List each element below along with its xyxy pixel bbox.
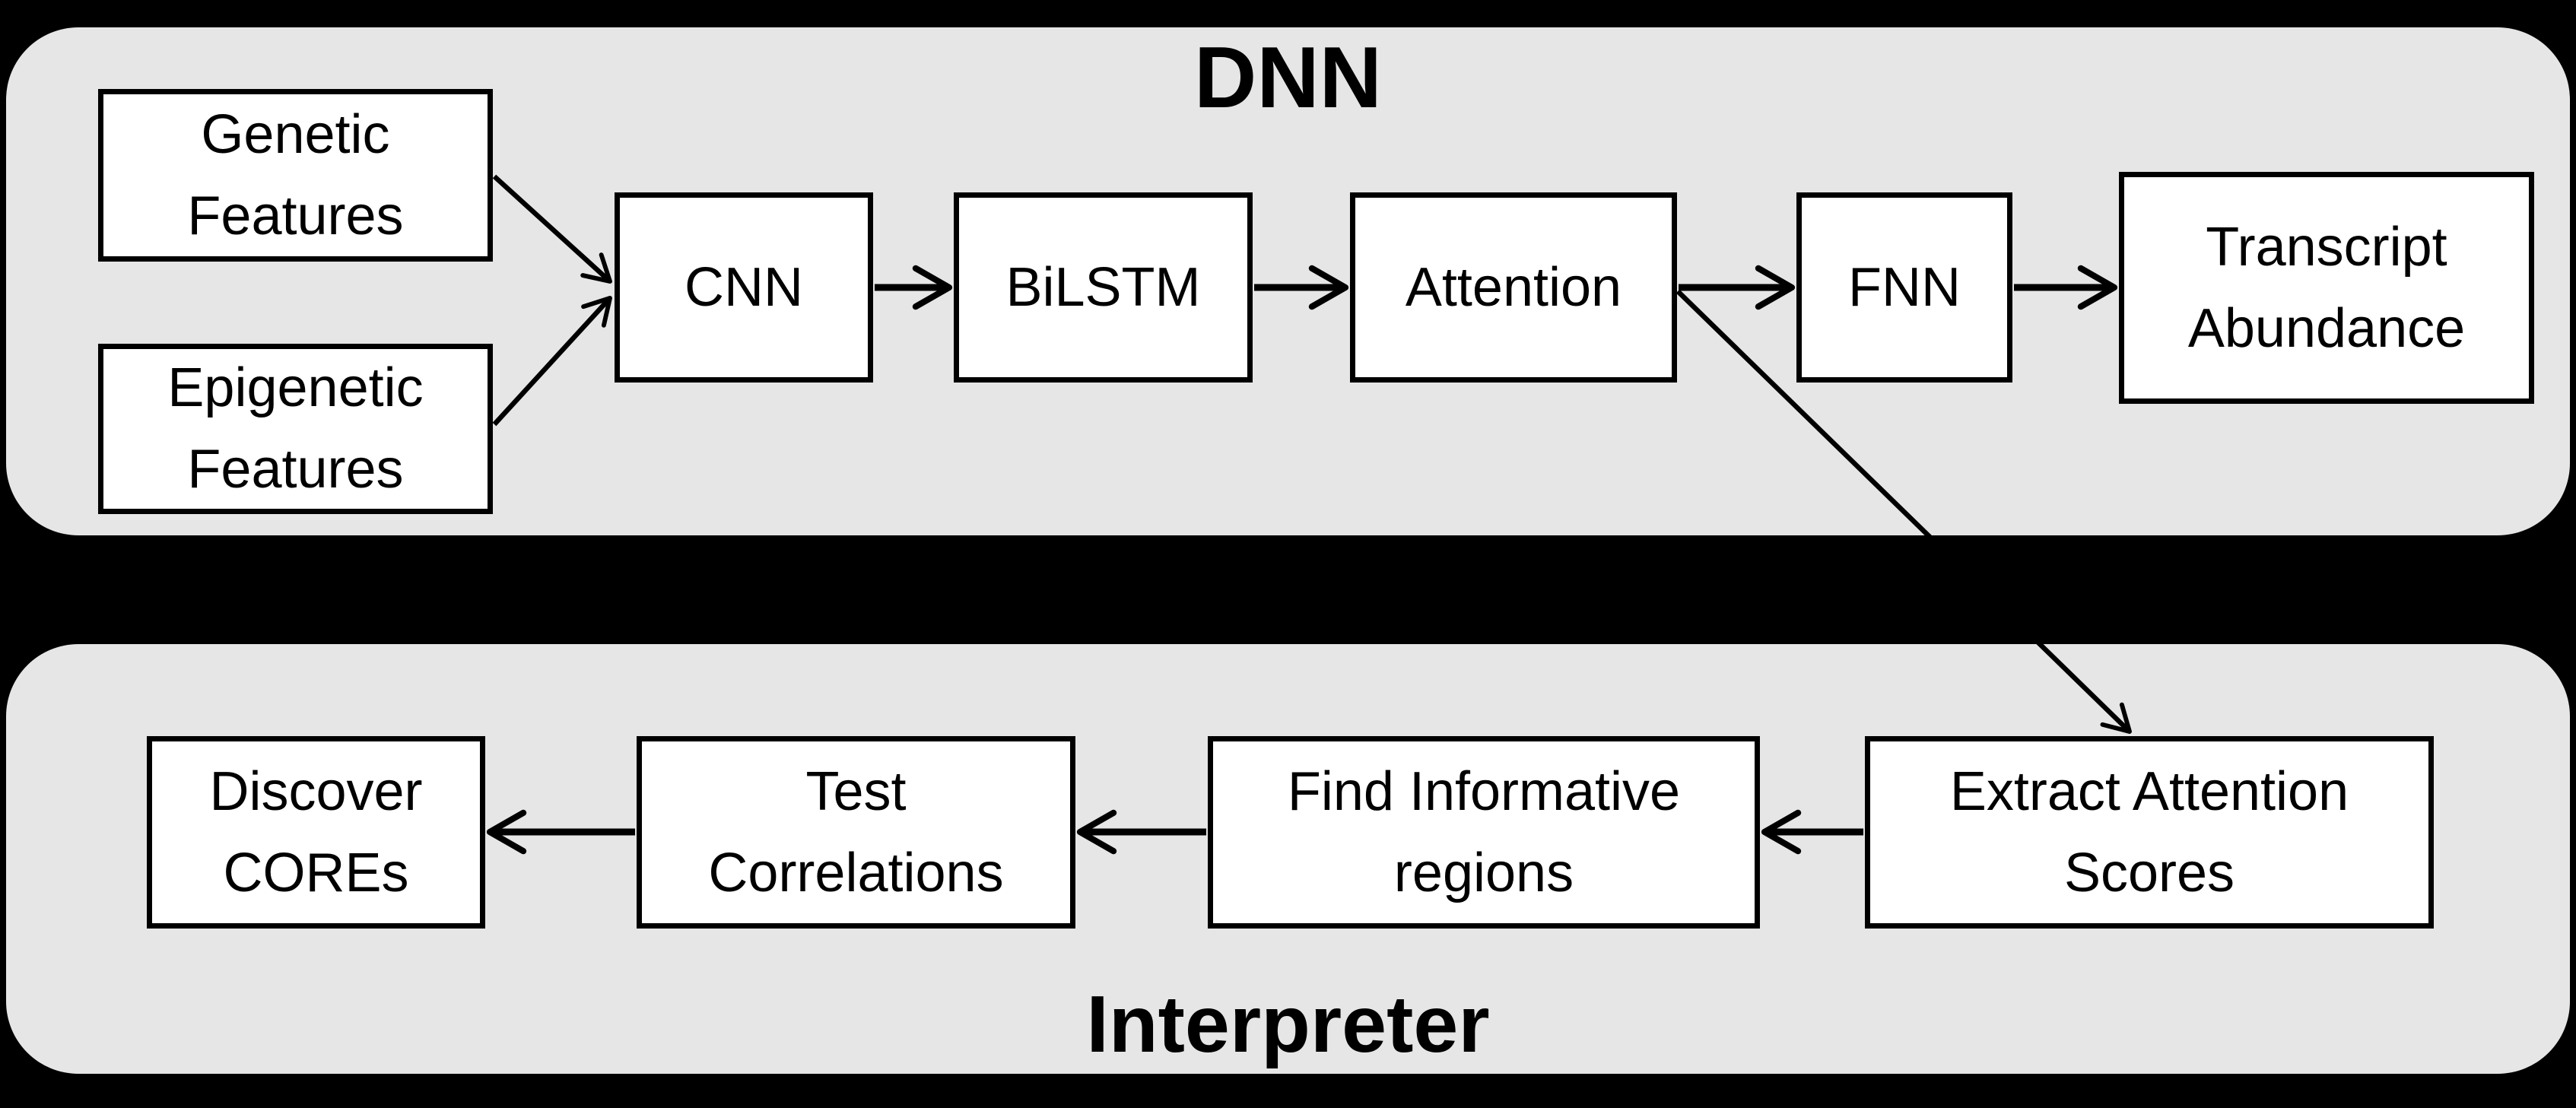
node-label-line: Features bbox=[187, 185, 404, 246]
node-label-line: Scores bbox=[2063, 842, 2235, 903]
node-label-line: CNN bbox=[684, 256, 803, 318]
node-discover-cores: Discover COREs bbox=[147, 736, 485, 929]
node-transcript-abundance: Transcript Abundance bbox=[2119, 172, 2534, 404]
node-label-line: Features bbox=[187, 439, 404, 500]
node-cnn: CNN bbox=[615, 192, 873, 383]
node-label-line: Extract Attention bbox=[1949, 760, 2349, 822]
node-label-line: Transcript bbox=[2206, 216, 2447, 278]
node-label-line: Abundance bbox=[2187, 297, 2466, 359]
node-label-line: COREs bbox=[223, 842, 409, 903]
node-label-line: Epigenetic bbox=[167, 357, 424, 419]
node-find-informative-regions: Find Informative regions bbox=[1208, 736, 1760, 929]
node-bilstm: BiLSTM bbox=[954, 192, 1253, 383]
node-label-line: Discover bbox=[209, 760, 423, 822]
node-test-correlations: Test Correlations bbox=[637, 736, 1075, 929]
node-attention: Attention bbox=[1350, 192, 1677, 383]
node-label-line: Genetic bbox=[201, 103, 390, 165]
node-label-line: Test bbox=[805, 760, 907, 822]
node-label-line: BiLSTM bbox=[1005, 256, 1201, 318]
node-extract-attention-scores: Extract Attention Scores bbox=[1865, 736, 2434, 929]
node-epigenetic-features: Epigenetic Features bbox=[98, 344, 493, 514]
interpreter-panel-title: Interpreter bbox=[1086, 979, 1490, 1069]
node-genetic-features: Genetic Features bbox=[98, 89, 493, 262]
node-label-line: FNN bbox=[1848, 256, 1961, 318]
dnn-panel-title: DNN bbox=[1194, 30, 1382, 126]
node-fnn: FNN bbox=[1796, 192, 2012, 383]
node-label-line: Attention bbox=[1405, 256, 1622, 318]
node-label-line: regions bbox=[1393, 842, 1574, 903]
node-label-line: Find Informative bbox=[1287, 760, 1681, 822]
node-label-line: Correlations bbox=[708, 842, 1004, 903]
